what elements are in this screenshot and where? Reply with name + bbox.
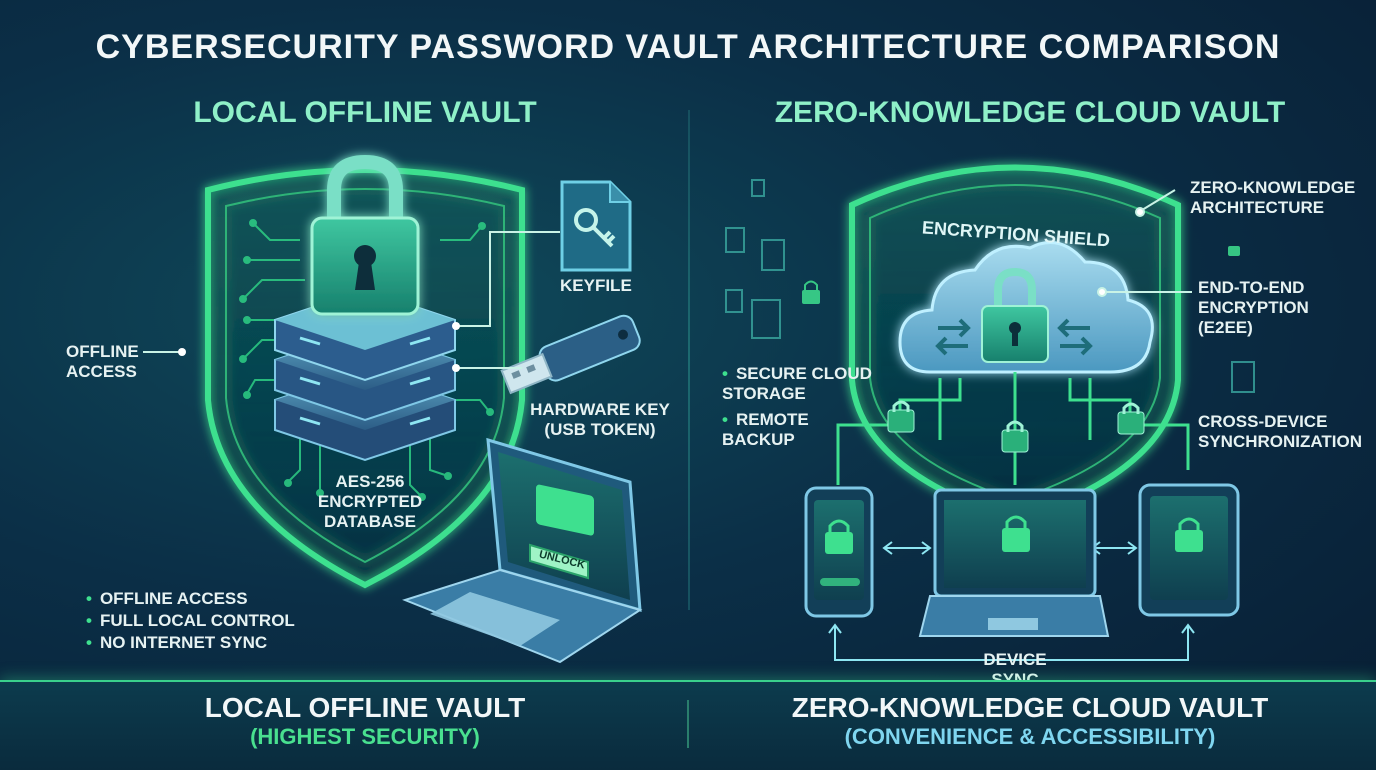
- footer-divider: [687, 700, 689, 748]
- e2ee-label: END-TO-END ENCRYPTION (E2EE): [1198, 278, 1309, 337]
- hardware-key-label: HARDWARE KEY (USB TOKEN): [530, 400, 670, 439]
- usb-key-icon: [500, 314, 641, 395]
- page-title: CYBERSECURITY PASSWORD VAULT ARCHITECTUR…: [95, 28, 1281, 66]
- keyfile-connector: [456, 231, 560, 327]
- center-laptop-icon: [918, 488, 1110, 637]
- list-item: NO INTERNET SYNC: [86, 632, 295, 654]
- list-item: FULL LOCAL CONTROL: [86, 610, 295, 632]
- database-label: AES-256 ENCRYPTED DATABASE: [317, 472, 423, 531]
- padlock-icon: [310, 154, 420, 316]
- sync-arrows: [828, 541, 1195, 661]
- keyfile-label: KEYFILE: [560, 276, 632, 295]
- list-item: SECURE CLOUD STORAGE: [722, 364, 872, 404]
- cross-device-label: CROSS-DEVICE SYNCHRONIZATION: [1198, 412, 1363, 451]
- cloud-arrows: [935, 318, 1093, 356]
- list-item: OFFLINE ACCESS: [86, 588, 295, 610]
- left-feature-list: OFFLINE ACCESS FULL LOCAL CONTROL NO INT…: [86, 588, 295, 654]
- footer-left-subtitle: (HIGHEST SECURITY): [250, 724, 480, 749]
- right-panel-heading: ZERO-KNOWLEDGE CLOUD VAULT: [774, 96, 1286, 129]
- footer-right-subtitle: (CONVENIENCE & ACCESSIBILITY): [844, 724, 1216, 749]
- floating-doc-icons: [725, 179, 1255, 393]
- list-item: REMOTE BACKUP: [722, 410, 872, 450]
- floating-lock-icons: [802, 246, 1240, 304]
- cloud-padlock-icon: [981, 267, 1049, 363]
- phone-icon: [804, 486, 874, 618]
- sync-lock-icons: [887, 400, 1145, 453]
- laptop-icon: [402, 437, 643, 664]
- panel-divider: [688, 110, 690, 610]
- offline-access-label: OFFLINE ACCESS: [66, 342, 139, 381]
- keyfile-icon: [560, 180, 632, 272]
- footer-left-title: LOCAL OFFLINE VAULT: [204, 692, 526, 723]
- footer-right-title: ZERO-KNOWLEDGE CLOUD VAULT: [791, 692, 1269, 723]
- right-feature-list: SECURE CLOUD STORAGE REMOTE BACKUP: [722, 364, 872, 450]
- zero-knowledge-label: ZERO-KNOWLEDGE ARCHITECTURE: [1190, 178, 1356, 217]
- tablet-icon: [1138, 483, 1240, 617]
- left-panel-heading: LOCAL OFFLINE VAULT: [193, 96, 537, 129]
- circuit-traces: [239, 219, 494, 501]
